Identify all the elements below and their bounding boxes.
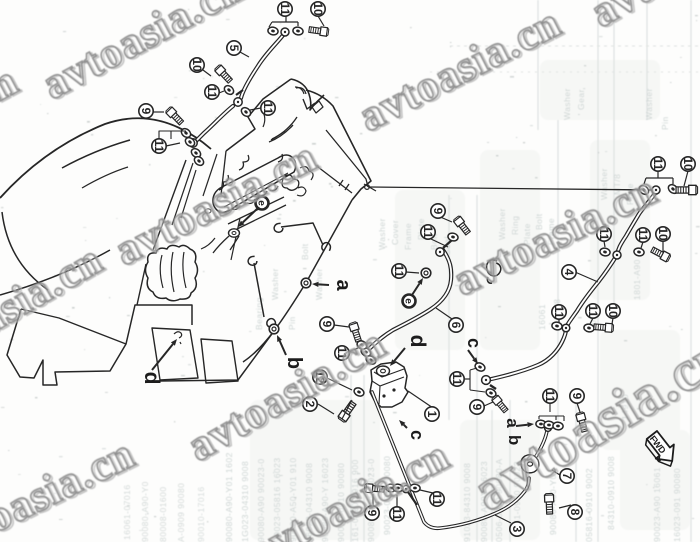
svg-text:11: 11: [392, 265, 406, 278]
svg-text:11: 11: [636, 229, 650, 242]
svg-text:14910: 14910: [620, 394, 630, 420]
svg-text:16023-04310 9008: 16023-04310 9008: [304, 463, 314, 542]
svg-text:Bolt: Bolt: [300, 243, 310, 260]
svg-text:9: 9: [365, 510, 379, 517]
svg-text:1: 1: [425, 411, 439, 418]
svg-text:05816-0910 9002: 05816-0910 9002: [584, 468, 594, 542]
svg-text:161-0920-0916 900: 161-0920-0916 900: [350, 459, 360, 542]
svg-text:16023-091 90080: 16023-091 90080: [672, 468, 682, 542]
svg-text:90080-A90 90023-0: 90080-A90 90023-0: [256, 458, 266, 542]
svg-text:10: 10: [656, 227, 670, 241]
svg-text:90023-05816 16023: 90023-05816 16023: [272, 457, 282, 542]
svg-text:11: 11: [261, 102, 275, 115]
svg-text:90080-A90-Y0: 90080-A90-Y0: [140, 481, 150, 542]
svg-text:9: 9: [320, 321, 334, 328]
svg-text:d: d: [406, 335, 429, 348]
svg-text:90010-0910 90080: 90010-0910 90080: [336, 463, 346, 542]
svg-text:90080-A90Y 16023: 90080-A90Y 16023: [479, 461, 489, 542]
svg-text:9: 9: [431, 208, 445, 215]
svg-text:Washer: Washer: [599, 168, 609, 200]
svg-text:1801-A90: 1801-A90: [632, 259, 642, 300]
svg-text:91023-84310 9008: 91023-84310 9008: [462, 463, 472, 542]
svg-text:Plate: Plate: [625, 183, 635, 205]
svg-text:11: 11: [450, 373, 464, 386]
svg-text:Washer: Washer: [270, 268, 280, 300]
svg-text:161-0920 90023: 161-0920 90023: [512, 461, 522, 530]
svg-text:11: 11: [205, 86, 219, 99]
svg-text:11: 11: [543, 390, 557, 403]
svg-text:A-0909 90080: A-0909 90080: [176, 483, 186, 542]
svg-text:4: 4: [562, 269, 576, 276]
svg-text:9: 9: [139, 108, 153, 115]
svg-text:10: 10: [606, 304, 620, 318]
svg-text:c: c: [407, 430, 427, 440]
svg-text:Washer: Washer: [562, 88, 572, 120]
svg-text:e: e: [403, 298, 414, 304]
svg-text:MT/8: MT/8: [612, 174, 622, 195]
svg-text:e: e: [256, 200, 267, 206]
svg-text:11: 11: [390, 508, 404, 521]
svg-text:0506-0910 90080-A: 0506-0910 90080-A: [494, 458, 504, 542]
svg-text:Frame: Frame: [546, 218, 556, 245]
svg-text:Washer: Washer: [377, 218, 387, 250]
svg-text:80008-01600: 80008-01600: [158, 486, 168, 542]
svg-text:6: 6: [449, 322, 463, 329]
svg-text:90080-A90-Y 16023: 90080-A90-Y 16023: [320, 458, 330, 542]
svg-text:11: 11: [430, 493, 444, 506]
svg-text:5: 5: [227, 45, 241, 52]
svg-text:11: 11: [278, 3, 292, 16]
svg-text:11: 11: [552, 306, 566, 319]
svg-text:Bolt: Bolt: [534, 213, 544, 230]
svg-text:3: 3: [510, 526, 524, 533]
svg-text:11: 11: [597, 228, 611, 241]
svg-text:Washer: Washer: [497, 208, 507, 240]
svg-text:Gear: Gear: [576, 89, 586, 110]
svg-text:Frame: Frame: [403, 223, 413, 250]
svg-text:16061: 16061: [537, 304, 547, 330]
svg-text:c: c: [464, 338, 484, 348]
svg-text:90023-0910 90080: 90023-0910 90080: [382, 456, 392, 535]
svg-text:10: 10: [190, 58, 204, 72]
svg-text:90010-17016: 90010-17016: [196, 486, 206, 542]
svg-text:11: 11: [335, 347, 349, 360]
svg-text:90023-A90 16061: 90023-A90 16061: [652, 467, 662, 542]
svg-text:Bearing: Bearing: [254, 297, 264, 330]
svg-text:d: d: [140, 372, 163, 385]
svg-text:12: 12: [313, 370, 327, 384]
svg-text:90080-A90-Y01 1602: 90080-A90-Y01 1602: [224, 452, 234, 542]
svg-text:Plate: Plate: [522, 223, 532, 245]
svg-text:90080-A50 16023-0: 90080-A50 16023-0: [366, 458, 376, 542]
svg-text:8: 8: [568, 509, 582, 516]
svg-text:a: a: [332, 279, 354, 291]
svg-text:10: 10: [311, 2, 325, 16]
svg-text:Ring: Ring: [510, 216, 520, 235]
svg-text:7: 7: [560, 473, 574, 480]
svg-text:b: b: [283, 357, 305, 369]
svg-text:16061-07016: 16061-07016: [122, 484, 132, 540]
svg-text:11: 11: [586, 305, 600, 318]
svg-text:11: 11: [651, 158, 665, 171]
svg-text:84310-0910 9008: 84310-0910 9008: [606, 456, 616, 530]
svg-text:Cover: Cover: [390, 220, 400, 245]
svg-text:a: a: [503, 418, 522, 428]
svg-text:9: 9: [570, 393, 584, 400]
svg-text:2: 2: [303, 401, 317, 408]
svg-text:Bolt: Bolt: [429, 233, 439, 250]
svg-text:b: b: [505, 435, 524, 445]
svg-text:9: 9: [470, 404, 484, 411]
svg-text:90080-A50-Y01 910: 90080-A50-Y01 910: [288, 457, 298, 542]
svg-text:11: 11: [152, 140, 166, 153]
svg-text:1G023-04310 9008: 1G023-04310 9008: [240, 461, 250, 542]
svg-text:Pin: Pin: [287, 316, 297, 330]
svg-text:Washer: Washer: [644, 88, 654, 120]
svg-text:Pin: Pin: [660, 116, 670, 130]
svg-text:10: 10: [681, 157, 695, 171]
svg-text:11: 11: [421, 226, 435, 239]
